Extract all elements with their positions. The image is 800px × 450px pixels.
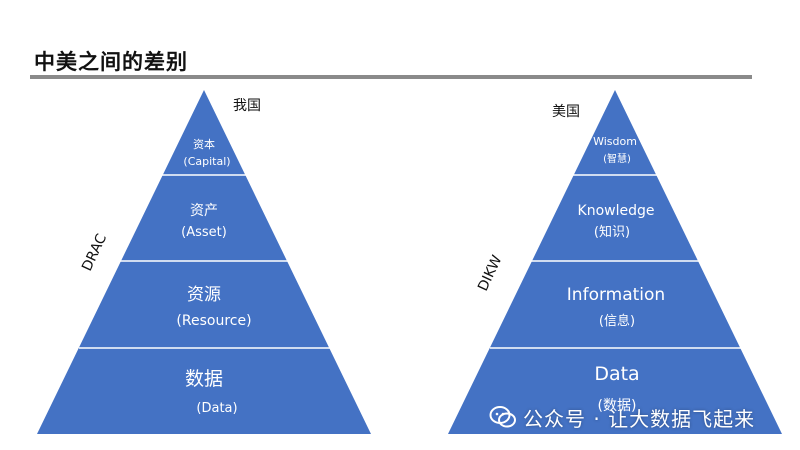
drac-pyramid: 资本 (Capital) 资产 (Asset) 资源 (Resource) 数据…: [37, 90, 371, 434]
dikw-tier-data-name: Data: [594, 363, 639, 385]
page-title: 中美之间的差别: [34, 50, 188, 74]
watermark-text: 公众号 · 让大数据飞起来: [523, 406, 756, 431]
wechat-icon: [489, 405, 517, 429]
drac-tier-capital-en: (Capital): [183, 155, 230, 168]
drac-tier-capital-name: 资本: [193, 137, 215, 151]
dikw-tier-information-name: Information: [567, 285, 665, 305]
drac-tier-resource-en: (Resource): [176, 313, 251, 329]
watermark: 公众号 · 让大数据飞起来: [489, 402, 755, 432]
drac-tier-data-name: 数据: [185, 368, 223, 390]
dikw-tier-wisdom-name: Wisdom: [593, 135, 637, 148]
drac-country-label: 我国: [233, 98, 261, 114]
dikw-tier-information-cn: (信息): [599, 313, 635, 329]
dikw-tier-data-cn: (数据): [598, 398, 637, 414]
title-divider: [30, 75, 752, 79]
dikw-pyramid: Wisdom (智慧) Knowledge (知识) Information (…: [448, 90, 782, 434]
drac-tier-asset-en: (Asset): [181, 225, 227, 240]
dikw-country-label: 美国: [552, 104, 580, 120]
dikw-model-label: DIKW: [475, 253, 505, 294]
drac-model-label: DRAC: [79, 231, 110, 273]
dikw-tier-knowledge-name: Knowledge: [578, 203, 655, 219]
dikw-tier-knowledge-cn: (知识): [594, 224, 630, 240]
drac-tier-asset-name: 资产: [190, 203, 218, 219]
drac-tier-resource-name: 资源: [187, 285, 221, 305]
drac-tier-data-en: (Data): [196, 401, 237, 416]
dikw-tier-wisdom-cn: (智慧): [603, 152, 631, 165]
